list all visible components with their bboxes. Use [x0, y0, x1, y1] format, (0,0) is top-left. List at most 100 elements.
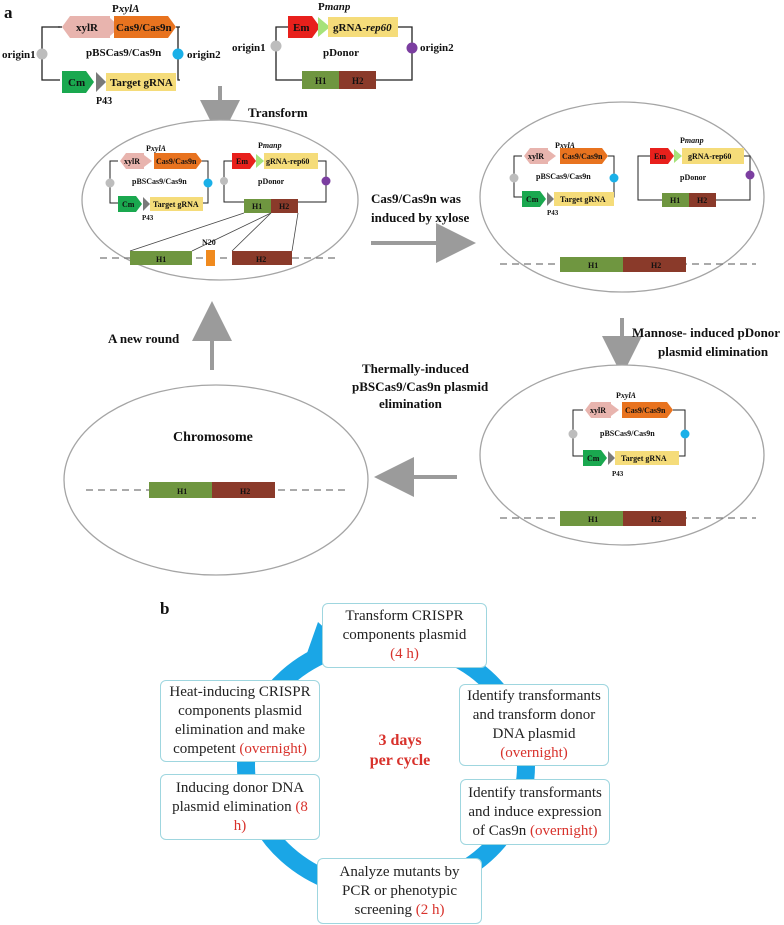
h2-label: H2 [352, 76, 364, 86]
origin1-dot [36, 48, 48, 60]
mini-plasmid-name: pBSCas9/Cas9n [132, 177, 187, 186]
e2-target-label: Target gRNA [560, 195, 606, 204]
step-mannose-line2: plasmid elimination [658, 344, 769, 359]
e3-chrom-h2-label: H2 [651, 515, 661, 524]
e4-chrom-h2-label: H2 [240, 487, 250, 496]
e3-plasmid-name: pBSCas9/Cas9n [600, 429, 655, 438]
mini-promoter-pxyla: PxylA [146, 144, 167, 153]
origin2-label: origin2 [187, 49, 221, 61]
e3-promoter-pxyla: PxylA [616, 391, 637, 400]
step-box-identify-donor: Identify transformants and transform don… [459, 684, 609, 766]
e2-cm-label: Cm [526, 195, 539, 204]
e2-cas9-label: Cas9/Cas9n [562, 152, 603, 161]
n20-block [206, 250, 215, 266]
cm-gene [62, 71, 94, 93]
step-box-identify-donor-text: Identify transformants and transform don… [467, 688, 601, 742]
step-box-induce-cas9n-time: (overnight) [530, 822, 598, 839]
e3-cm-label: Cm [587, 454, 600, 463]
step-box-donor-elimination-text: Inducing donor DNA plasmid elimination [172, 779, 305, 815]
mini-target-label: Target gRNA [153, 200, 199, 209]
origin2-dot [172, 48, 184, 60]
ellipse-transform: PxylA xylR Cas9/Cas9n pBSCas9/Cas9n Cm T… [81, 119, 359, 281]
pdonor-origin2-label: origin2 [420, 42, 454, 54]
mini-grna-label: gRNA-rep60 [266, 157, 309, 166]
mini-p43-label: P43 [142, 214, 154, 222]
xylr-label: xylR [76, 22, 99, 34]
e2-xylr-label: xylR [528, 152, 544, 161]
pdonor-origin1-label: origin1 [232, 42, 266, 54]
step-box-induce-cas9n: Identify transformants and induce expres… [460, 779, 610, 845]
p43-label: P43 [96, 96, 112, 107]
grna-rep60-label: gRNA-rep60 [333, 22, 392, 34]
promoter-pxyla-label: PxylA [112, 3, 140, 15]
mini-h1-label: H1 [252, 202, 262, 211]
e3-target-label: Target gRNA [621, 454, 667, 463]
e3-p43-label: P43 [612, 470, 624, 478]
e3-cas9-label: Cas9/Cas9n [625, 406, 666, 415]
step-box-induce-cas9n-text: Identify transformants and induce expres… [468, 784, 602, 839]
e2-em-label: Em [654, 152, 666, 161]
plasmid-pdonor-large: Pmanp Em gRNA-rep60 pDonor origin1 origi… [232, 1, 454, 89]
step-box-heat-inducing: Heat-inducing CRISPR components plasmid … [160, 680, 320, 762]
cas9-gene [114, 16, 176, 38]
e2-grna-label: gRNA-rep60 [688, 152, 731, 161]
ellipse-chromosome: Chromosome H1 H2 [63, 384, 369, 576]
step-box-analyze-time: (2 h) [415, 901, 445, 918]
mini-cm-label: Cm [122, 200, 135, 209]
e2-chrom-h2-label: H2 [651, 261, 661, 270]
mini-xylr-label: xylR [124, 157, 140, 166]
step-box-analyze-text: Analyze mutants by PCR or phenotypic scr… [339, 863, 460, 918]
step-new-round-label: A new round [108, 331, 180, 346]
h2-block [339, 71, 376, 89]
promoter-pmanp-label: Pmanp [318, 1, 351, 13]
em-gene [288, 16, 320, 38]
step-box-heat-inducing-text: Heat-inducing CRISPR components plasmid … [169, 684, 311, 757]
e2-pdonor-name: pDonor [680, 173, 707, 182]
xylr-gene [62, 16, 110, 38]
step-box-heat-inducing-time: (overnight) [239, 741, 307, 757]
origin1-label: origin1 [2, 49, 36, 61]
mini-h2-label: H2 [279, 202, 289, 211]
step-thermal-line3: elimination [379, 396, 443, 411]
step-box-donor-elimination: Inducing donor DNA plasmid elimination (… [160, 774, 320, 840]
step-box-identify-donor-time: (overnight) [500, 745, 568, 761]
h1-block [302, 71, 339, 89]
e2-p43-label: P43 [547, 209, 559, 217]
n20-label: N20 [202, 238, 216, 247]
panel-b-label: b [160, 599, 169, 618]
em-label: Em [293, 22, 310, 34]
e2-h1-label: H1 [670, 196, 680, 205]
chromosome-label: Chromosome [173, 430, 253, 445]
cycle-duration-label: 3 days per cycle [355, 731, 445, 771]
cm-label: Cm [68, 77, 85, 89]
e4-chrom-h1-label: H1 [177, 487, 187, 496]
target-grna-label: Target gRNA [110, 77, 173, 89]
step-box-donor-elimination-time: (8 h) [233, 798, 308, 834]
plasmid-name-label: pBSCas9/Cas9n [86, 47, 161, 59]
chrom1-h2-label: H2 [256, 255, 266, 264]
chrom1-h1-label: H1 [156, 255, 166, 264]
step-transform-label: Transform [248, 105, 308, 120]
step-box-transform: Transform CRISPR components plasmid (4 h… [322, 603, 487, 668]
panel-a-label: a [4, 3, 13, 22]
e2-chrom-h1-label: H1 [588, 261, 598, 270]
e2-promoter-pxyla: PxylA [555, 141, 576, 150]
e2-promoter-pmanp: Pmanp [680, 136, 704, 145]
cas9-label: Cas9/Cas9n [116, 22, 172, 34]
e2-plasmid-name: pBSCas9/Cas9n [536, 172, 591, 181]
step-mannose-line1: Mannose- induced pDonor [632, 325, 780, 340]
h1-label: H1 [315, 76, 327, 86]
cycle-duration-line1: 3 days [378, 732, 422, 749]
ellipse-pdonor-eliminated: PxylA xylR Cas9/Cas9n pBSCas9/Cas9n Cm T… [479, 364, 765, 546]
pdonor-name-label: pDonor [323, 47, 359, 59]
mini-cas9-label: Cas9/Cas9n [156, 157, 197, 166]
step-cas9-line1: Cas9/Cas9n was [371, 191, 461, 206]
mini-em-label: Em [236, 157, 248, 166]
step-box-analyze: Analyze mutants by PCR or phenotypic scr… [317, 858, 482, 924]
e3-xylr-label: xylR [590, 406, 606, 415]
e3-chrom-h1-label: H1 [588, 515, 598, 524]
step-thermal-line2: pBSCas9/Cas9n plasmid [352, 379, 489, 394]
cycle-duration-line2: per cycle [369, 752, 431, 769]
step-cas9-line2: induced by xylose [371, 210, 469, 225]
